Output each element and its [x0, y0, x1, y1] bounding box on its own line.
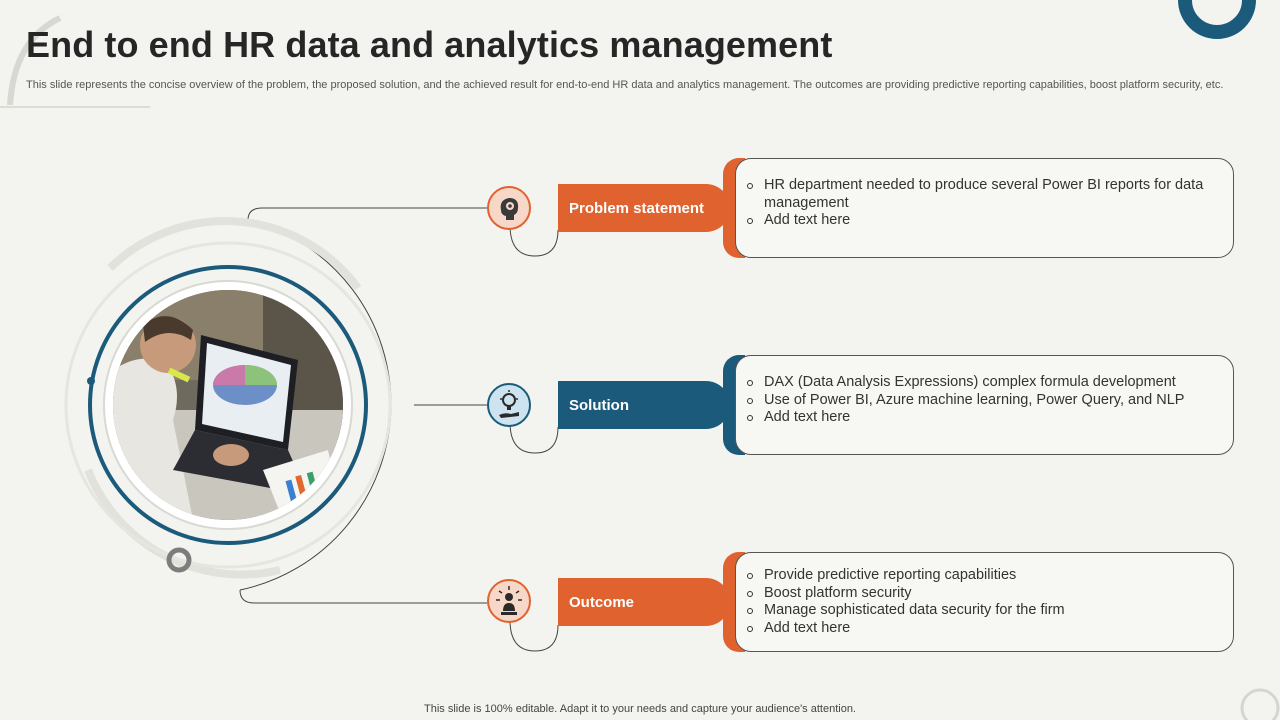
- problem-statement-tab: Problem statement: [558, 184, 730, 232]
- solution-bullet: Use of Power BI, Azure machine learning,…: [746, 392, 1219, 410]
- page-title: End to end HR data and analytics managem…: [26, 24, 833, 65]
- brain-gear-icon: [500, 198, 519, 220]
- solution-section-icon-wrap: [487, 383, 531, 427]
- footer-note: This slide is 100% editable. Adapt it to…: [424, 703, 856, 715]
- outcome-label: Outcome: [569, 593, 635, 611]
- lightbulb-hand-icon: [499, 390, 519, 418]
- problem-bullet: HR department needed to produce several …: [746, 177, 1219, 212]
- solution-details-box: DAX (Data Analysis Expressions) complex …: [735, 355, 1234, 455]
- solution-label: Solution: [569, 396, 629, 414]
- problem-details-box: HR department needed to produce several …: [735, 158, 1234, 258]
- outcome-bullet: Boost platform security: [746, 585, 1219, 603]
- outcome-bullet: Add text here: [746, 620, 1219, 638]
- outcome-details-box: Provide predictive reporting capabilitie…: [735, 552, 1234, 652]
- page-description: This slide represents the concise overvi…: [26, 79, 1224, 91]
- outcome-section-icon-wrap: [487, 579, 531, 623]
- solution-bullet: DAX (Data Analysis Expressions) complex …: [746, 374, 1219, 392]
- outcome-bullet: Manage sophisticated data security for t…: [746, 602, 1219, 620]
- outcome-bullet: Provide predictive reporting capabilitie…: [746, 567, 1219, 585]
- problem-section-icon-wrap: [487, 186, 531, 230]
- problem-statement-label: Problem statement: [569, 199, 705, 217]
- solution-bullet: Add text here: [746, 409, 1219, 427]
- problem-bullet: Add text here: [746, 212, 1219, 230]
- outcome-tab: Outcome: [558, 578, 730, 626]
- achievement-person-icon: [496, 586, 522, 615]
- laptop-analytics-photo: [113, 290, 343, 520]
- solution-tab: Solution: [558, 381, 730, 429]
